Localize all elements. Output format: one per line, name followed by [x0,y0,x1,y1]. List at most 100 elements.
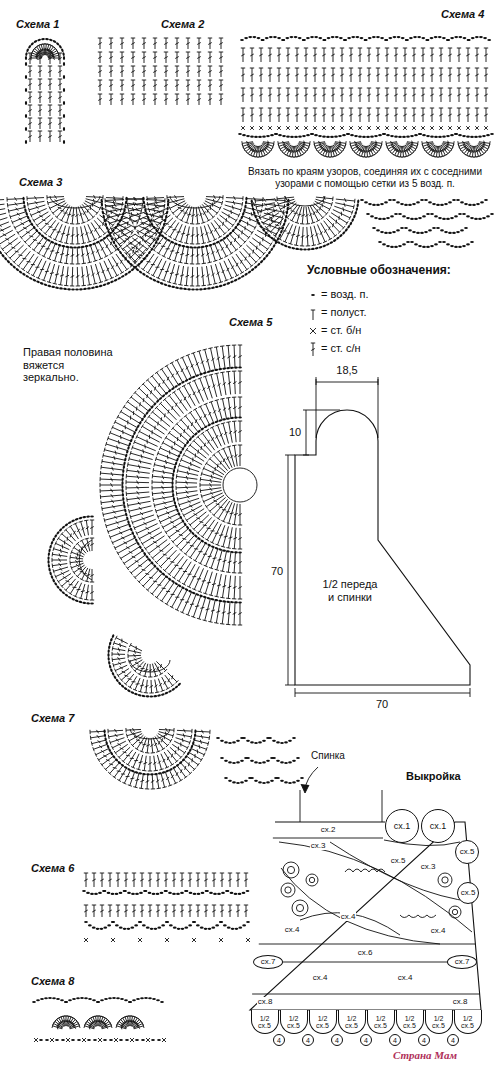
schema-3-chart-stroke [138,255,142,256]
schema-4-chart-stroke [258,136,262,138]
schema-1-chart-stroke [25,114,27,118]
schema-3-chart-stroke [131,212,132,216]
schema-3-chart-stroke [163,283,167,286]
schema-3-chart-stroke [230,280,234,284]
schema-4-chart-stroke [438,136,442,138]
schema-3-chart-stroke [247,270,251,274]
schema-3-chart-stroke [256,246,257,250]
schema-4-chart-stroke [351,36,355,38]
schema-4-chart-stroke [446,135,450,137]
schema-3-chart-stroke [390,215,394,217]
schema-4-chart-stroke [463,37,467,39]
schema-3-chart-stroke [336,220,337,224]
schema-3-chart-stroke [82,243,86,244]
schema-4-chart-stroke [386,134,390,136]
schema-3-chart-stroke [170,273,174,274]
schema-3-chart-stroke [408,204,412,206]
schema-4-chart-stroke [273,36,277,38]
schema-3-chart-stroke [133,250,134,254]
schema-3-chart-stroke [110,280,114,284]
schema-1-chart-stroke [25,56,27,60]
schema-3-chart-stroke [242,230,243,234]
schema-3-chart-stroke [444,203,448,205]
schema-4-chart-stroke [458,134,462,136]
schema-3-chart-stroke [50,273,54,274]
schema-4-chart-stroke [414,134,418,136]
schema-1-chart-stroke [25,140,27,144]
schema-1-chart-stroke [63,56,65,60]
schema-3-chart-stroke [414,218,418,220]
schema-3-chart-stroke [179,287,183,290]
schema-4-chart-stroke [434,36,438,38]
schema-3-chart-stroke [366,213,370,215]
schema-4-chart-stroke [388,37,392,39]
schema-3-chart-stroke [238,234,239,238]
schema-4-chart-stroke [290,36,294,38]
schema-4-chart-stroke [372,36,376,38]
schema-3-chart-stroke [106,282,110,285]
schema-4-chart [238,36,494,157]
schema-4-chart-stroke [294,136,298,138]
schema-4-chart-stroke [430,37,434,39]
schema-3-chart-stroke [103,222,104,226]
schema-3-chart-stroke [183,288,187,291]
schema-3-chart-stroke [22,258,26,259]
schema-3-chart-stroke [226,218,227,222]
schema-3-chart-stroke [165,223,169,224]
schema-3-chart-stroke [141,209,142,213]
schema-4-chart-stroke [302,135,306,137]
schema-4-chart-stroke [394,136,398,138]
schema-3-chart-stroke [318,246,322,249]
schema-3-chart-stroke [179,241,183,242]
schema-4-chart-stroke [322,136,326,138]
schema-3-chart-stroke [394,213,398,215]
schema-1-chart-stroke [25,127,27,131]
schema-4-chart-stroke [366,136,370,138]
schema-3-chart-stroke [167,282,171,283]
schema-3-chart-stroke [223,222,224,226]
schema-4-chart-stroke [286,136,290,138]
schema-1-chart [25,38,65,144]
schema-3-chart-stroke [202,243,206,244]
schema-3-chart-stroke [480,201,484,203]
schema-3-chart-stroke [294,245,298,246]
schema-3-chart-stroke [402,215,406,217]
schema-3-chart-stroke [136,246,137,250]
schema-3-chart-stroke [237,277,241,281]
schema-4-chart-stroke [240,39,244,41]
schema-4-chart-stroke [382,133,386,135]
schema-4-chart-stroke [343,39,347,41]
schema-3-chart-stroke [71,288,75,290]
schema-3-chart-stroke [213,260,217,261]
schema-3-chart-stroke [88,262,92,263]
schema-4-chart-stroke [270,134,274,136]
schema-4-chart-stroke [483,37,487,39]
schema-3-chart-stroke [434,215,438,217]
schema-3-chart-stroke [207,284,211,285]
schema-3-chart-stroke [1,254,5,258]
schema-3-chart-stroke [287,246,291,249]
schema-3-chart-stroke [138,270,142,274]
schema-4-chart-stroke [274,133,278,135]
schema-3-chart-stroke [356,203,359,207]
schema-3-chart-stroke [75,288,79,290]
schema-4-chart-stroke [402,136,406,138]
schema-3-chart-stroke [87,241,91,242]
schema-3-chart-stroke [59,241,63,242]
schema-3-chart-stroke [0,230,13,239]
schema-3-chart-stroke [33,240,37,241]
schema-3-chart-stroke [291,211,295,212]
schema-4-chart-stroke [306,37,310,39]
schema-3-chart-stroke [222,201,223,205]
schema-4-chart-stroke [262,136,266,138]
schema-3-chart-stroke [178,284,182,285]
schema-3-chart-stroke [18,270,22,274]
schema-3-chart-stroke [93,199,94,203]
schema-4-chart-stroke [310,133,314,135]
schema-3-chart-stroke [167,284,171,287]
schema-4-chart-stroke [339,37,343,39]
schema-3-chart-stroke [185,222,189,223]
schema-4-chart-stroke [430,136,434,138]
schema-1-chart-stroke [61,48,65,52]
schema-3-chart-stroke [129,253,130,257]
